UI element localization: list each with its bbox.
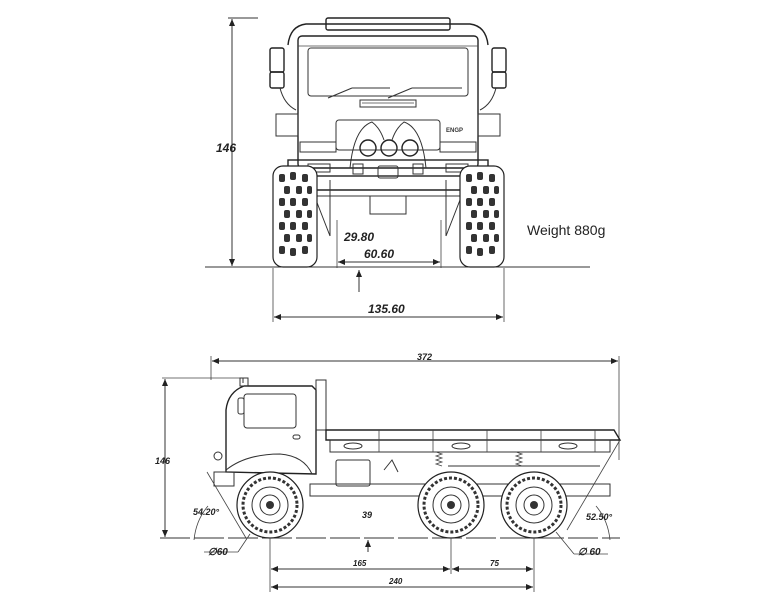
ground-clearance-label: 39 <box>362 510 372 520</box>
spotlight-center <box>380 139 398 157</box>
approach-angle-label: 54.20° <box>193 507 220 517</box>
side-cab <box>225 385 317 475</box>
spotlight-right <box>401 139 419 157</box>
fuel-tank <box>335 459 371 487</box>
winch <box>377 165 399 179</box>
roll-bar <box>287 23 489 46</box>
weight-label: Weight 880g <box>527 222 605 238</box>
front-left-tire <box>272 165 318 268</box>
front-view: 146 ENGP <box>205 17 605 322</box>
side-window <box>243 393 297 429</box>
left-mirror <box>269 47 285 73</box>
side-rear-wheel <box>500 471 568 539</box>
right-step <box>477 113 501 137</box>
differential <box>369 195 407 215</box>
axle-width-label: 60.60 <box>364 247 394 261</box>
svg-text:ENGP: ENGP <box>446 128 463 134</box>
side-height-label: 146 <box>155 456 171 466</box>
front-cab <box>297 35 479 169</box>
track-inner-label: 29.80 <box>343 230 374 244</box>
rear-tire-diameter-label: ∅ 60 <box>578 547 601 558</box>
side-front-bumper <box>213 471 235 487</box>
flatbed-side-rail <box>329 439 611 453</box>
side-view: 372 146 <box>155 352 622 592</box>
side-front-wheel <box>236 471 304 539</box>
wheelbase-total-label: 240 <box>388 577 403 586</box>
right-mirror <box>491 47 507 73</box>
spotlight-left <box>359 139 377 157</box>
windshield <box>307 47 469 97</box>
exhaust-stack <box>315 379 327 431</box>
overall-length-label: 372 <box>417 352 432 362</box>
wheelbase-mid-rear-label: 75 <box>490 559 499 568</box>
wheelbase-front-mid-label: 165 <box>353 559 367 568</box>
side-middle-wheel <box>417 471 485 539</box>
flatbed <box>325 429 622 441</box>
overall-width-label: 135.60 <box>368 302 405 316</box>
left-step <box>275 113 299 137</box>
front-grille <box>359 99 417 108</box>
departure-angle-label: 52.50° <box>586 512 613 522</box>
front-right-tire <box>459 165 505 268</box>
front-height-label: 146 <box>216 141 236 155</box>
front-tire-diameter-label: ∅60 <box>208 547 228 558</box>
